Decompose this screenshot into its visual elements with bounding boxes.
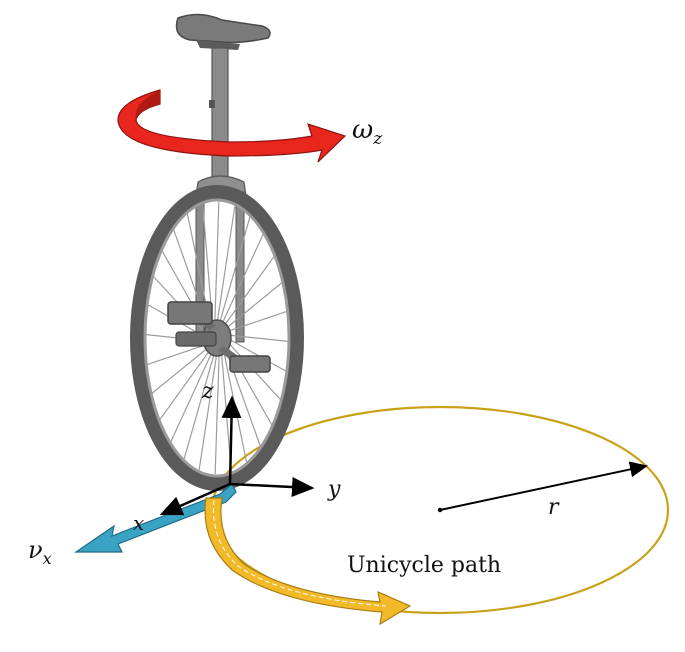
wheel-spoke [226, 334, 290, 343]
wheel-spoke [159, 348, 212, 421]
wheel-spoke [222, 255, 275, 328]
radius-arrow [439, 461, 648, 511]
axis-y-arrow [229, 477, 315, 498]
unicycle-icon [130, 13, 304, 491]
wheel-spoke [150, 346, 210, 395]
wheel-spoke [220, 233, 264, 326]
wheel-spoke [225, 310, 288, 333]
wheel-spoke [198, 351, 218, 470]
wheel-spoke [214, 202, 220, 325]
path-direction-arrow [204, 497, 412, 626]
axis-x-label: x [133, 511, 144, 535]
axis-x-arrow [159, 482, 231, 516]
axis-z-arrow [221, 395, 242, 485]
wheel-spoke [218, 216, 251, 325]
axis-y-label: y [327, 477, 341, 502]
wheel-spoke [226, 337, 288, 373]
wheel-spoke [214, 351, 220, 474]
radius-label: r [548, 495, 560, 520]
velocity-label: νx [28, 536, 52, 568]
omega-label: ωz [352, 115, 383, 149]
wheel-spoke [216, 206, 236, 325]
path-label: Unicycle path [347, 553, 501, 578]
wheel-spoke [224, 281, 284, 330]
wheel-spoke [146, 343, 209, 366]
axis-z-label: z [201, 379, 214, 404]
rotation-arrow [117, 89, 347, 163]
wheel-spoke [170, 350, 214, 443]
wheel-spoke [183, 351, 216, 460]
